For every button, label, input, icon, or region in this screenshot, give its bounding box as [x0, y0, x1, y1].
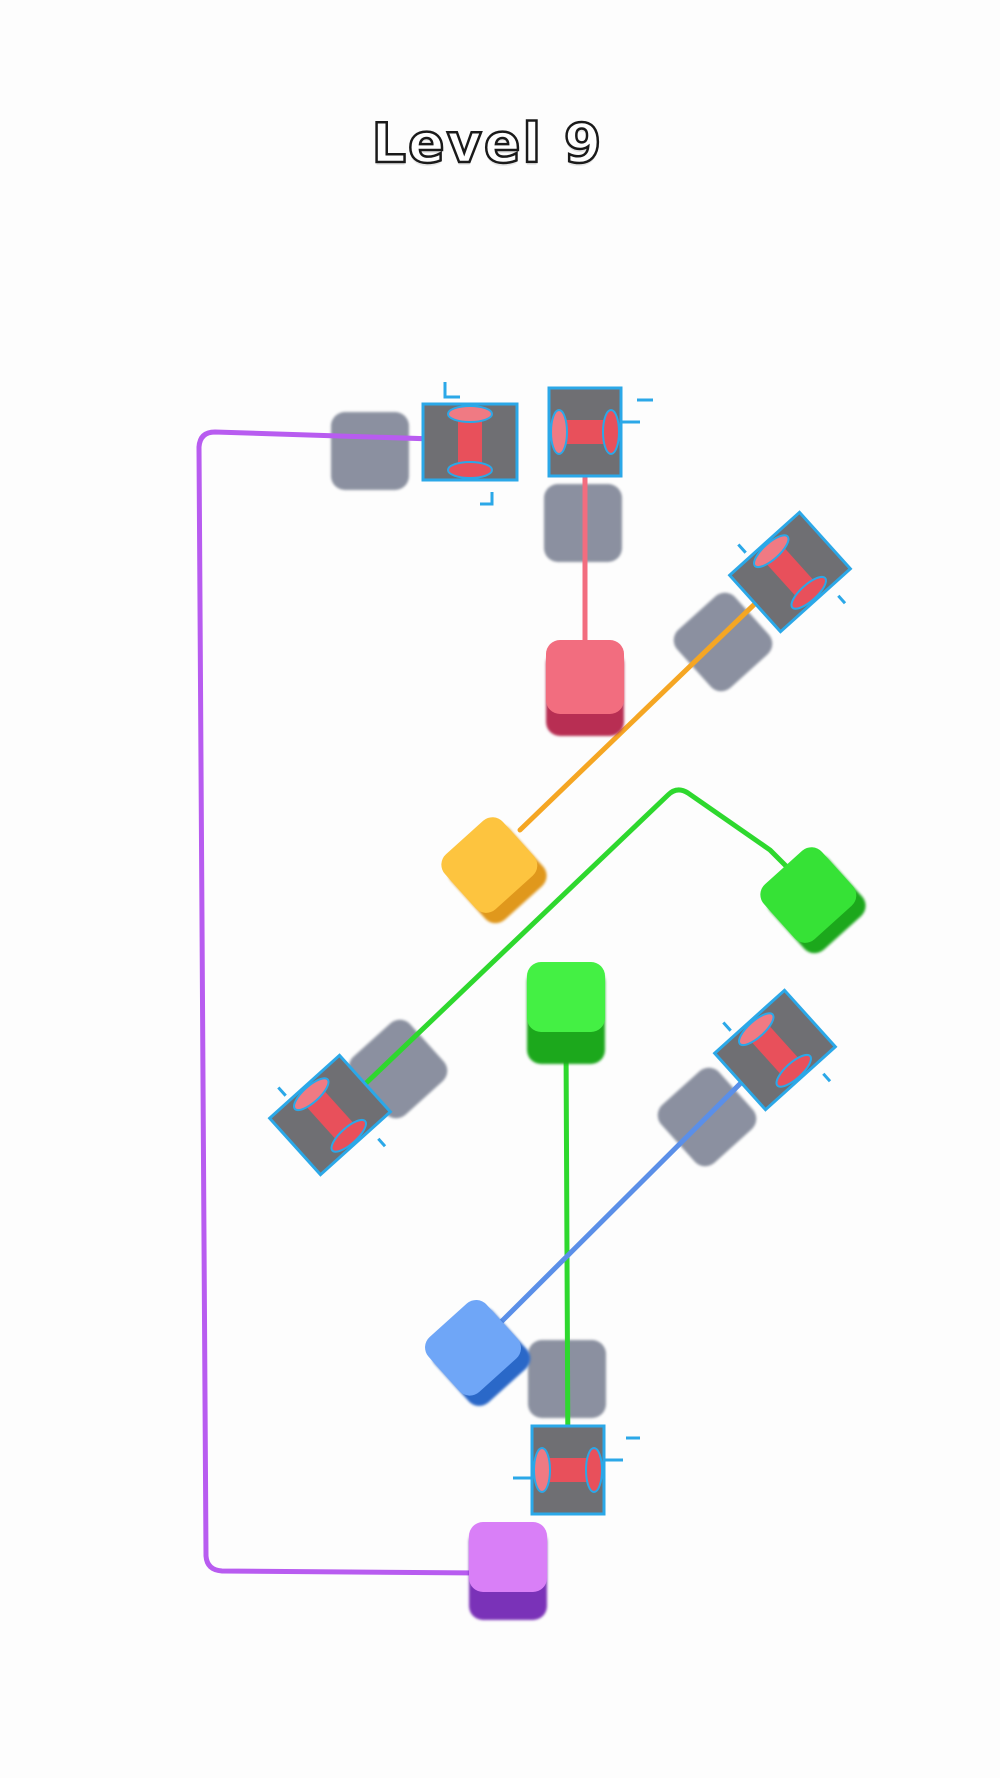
empty-slot[interactable] [331, 412, 409, 490]
empty-slot[interactable] [668, 587, 778, 697]
winch-green-bottom[interactable] [513, 1424, 640, 1516]
rope-green-a [337, 787, 803, 1111]
blue-block[interactable] [419, 1294, 536, 1412]
rope-blue [495, 1045, 779, 1328]
winches [258, 382, 865, 1516]
ropes [196, 415, 803, 1576]
winch-green-left[interactable] [258, 1043, 405, 1191]
rope-orange [517, 567, 793, 833]
orange-block[interactable] [436, 811, 553, 929]
winch-purple[interactable] [421, 382, 519, 506]
winch-orange[interactable] [718, 500, 865, 648]
blocks [419, 640, 872, 1620]
green-block-right[interactable] [755, 841, 872, 959]
winch-blue[interactable] [703, 978, 850, 1126]
winch-red[interactable] [547, 386, 653, 478]
red-block[interactable] [546, 640, 624, 736]
rope-purple [196, 429, 483, 1576]
level-title: Level 9 [370, 111, 604, 177]
green-block-center[interactable] [527, 962, 605, 1064]
purple-block[interactable] [469, 1522, 547, 1620]
